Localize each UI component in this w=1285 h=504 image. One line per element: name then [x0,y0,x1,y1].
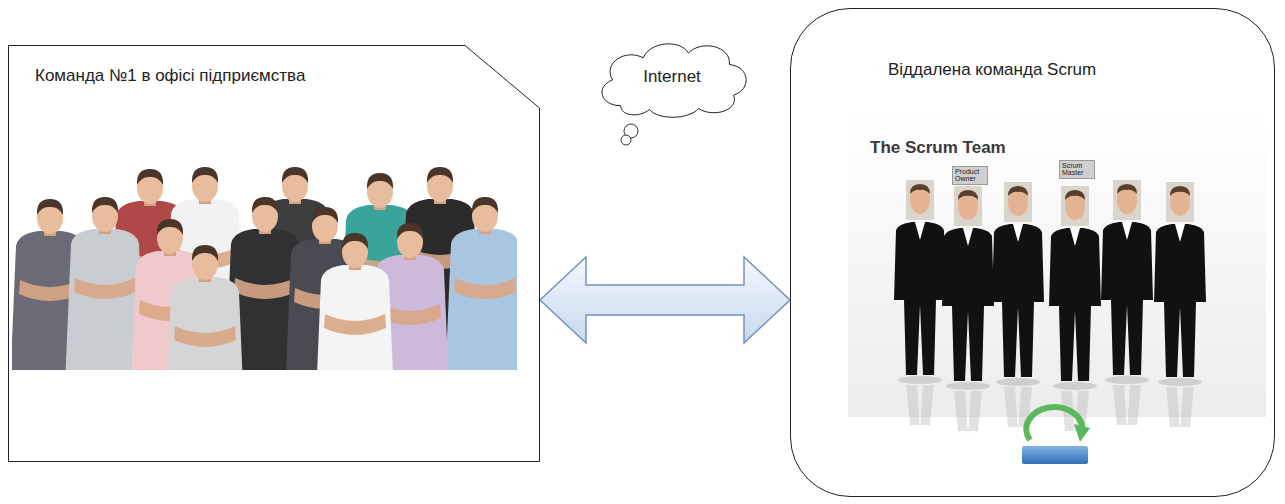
office-panel: Команда №1 в офісі підприємства [8,45,540,462]
team-panel: Віддалена команда Scrum [790,8,1275,497]
double-block-arrow [540,257,790,343]
team-photo [12,167,517,370]
suit-figure [1154,182,1206,432]
panel-outline [9,46,540,462]
thought-bubble [621,135,631,145]
cloud-shape: Internet [590,34,754,120]
person-figure [445,197,517,370]
cloud-label: Internet [643,66,701,87]
suit-figure [992,182,1044,432]
role-tag: Product Owner [952,166,988,185]
picture-title: The Scrum Team [870,138,1006,158]
person-figure [165,245,245,370]
cycle-arrow-head [1074,424,1090,442]
role-tag: Scrum Master [1059,160,1095,179]
cycle-arrow [1026,407,1082,440]
suit-figure [1101,180,1153,430]
panel-title: Віддалена команда Scrum [888,59,1096,80]
cloud-outline [602,44,746,117]
panel-outline [8,45,540,462]
suit-figure [1049,186,1101,436]
cloud-outline [590,34,754,120]
suit-figure [942,186,994,436]
scrum-figures [894,180,1206,436]
suit-figure [894,180,946,430]
sprint-box [1022,446,1088,464]
panel-title: Команда №1 в офісі підприємства [35,65,305,86]
person-figure [315,233,395,370]
